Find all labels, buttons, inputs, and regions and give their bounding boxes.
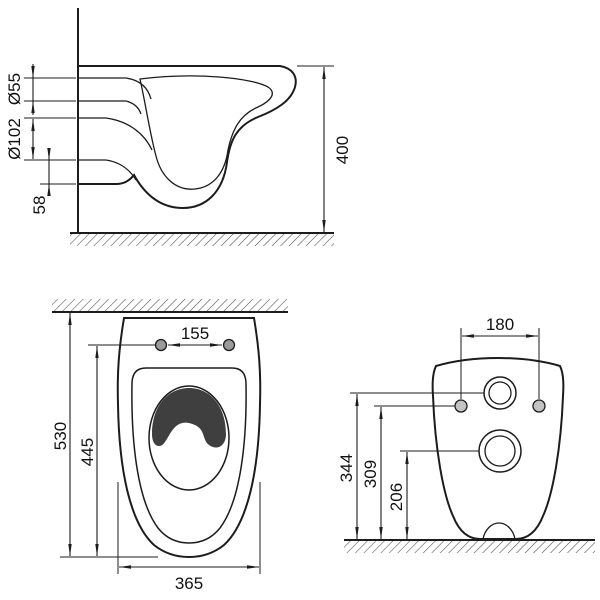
dim-front-to-holes-label: 445 bbox=[78, 438, 97, 466]
toilet-rear-outline bbox=[431, 356, 565, 540]
bowl-opening bbox=[148, 385, 230, 491]
extension-lines-hole-spacing bbox=[460, 328, 540, 399]
dim-overall-depth-label: 530 bbox=[51, 422, 70, 450]
extension-lines-width bbox=[117, 482, 261, 574]
seat-outline bbox=[131, 367, 247, 544]
bottom-drain-detail bbox=[482, 522, 516, 540]
dim-overall-height-label: 400 bbox=[333, 136, 352, 164]
floor-hatching bbox=[344, 541, 595, 553]
drain-pipe-trap bbox=[78, 117, 153, 181]
bowl-shadow bbox=[152, 388, 226, 448]
extension-lines-depth bbox=[60, 344, 158, 558]
dim-drain-height-label: 206 bbox=[387, 483, 406, 511]
rear-view: 180 344 309 206 bbox=[337, 315, 595, 553]
water-supply-pipe bbox=[78, 77, 152, 115]
dim-overall-width-label: 365 bbox=[175, 574, 203, 593]
side-view: 400 Ø55 Ø102 58 bbox=[5, 8, 352, 246]
dim-hole-height-label: 309 bbox=[361, 460, 380, 488]
top-view: 155 530 445 365 bbox=[51, 299, 288, 593]
fixing-hole-left bbox=[154, 338, 168, 352]
toilet-top-outline bbox=[116, 317, 262, 559]
toilet-side-profile bbox=[78, 65, 297, 210]
bowl-interior-line bbox=[139, 75, 273, 190]
dim-hole-spacing-label: 180 bbox=[486, 315, 514, 334]
fixing-hole-right bbox=[222, 338, 236, 352]
drain-outlet-inner bbox=[484, 435, 516, 467]
dim-hole-spacing-label: 155 bbox=[181, 324, 209, 343]
dim-drain-diameter-label: Ø102 bbox=[5, 118, 24, 160]
fixing-hole-right bbox=[532, 399, 546, 413]
wall-hatching bbox=[52, 299, 288, 311]
fixing-hole-left bbox=[454, 399, 468, 413]
dim-supply-diameter-label: Ø55 bbox=[5, 73, 24, 105]
dim-inlet-height-label: 344 bbox=[337, 454, 356, 482]
extension-lines-supply bbox=[24, 77, 76, 102]
floor-hatching bbox=[70, 234, 334, 246]
extension-lines-heights bbox=[350, 392, 484, 452]
water-inlet-inner bbox=[488, 381, 512, 405]
extension-lines-drain bbox=[24, 117, 76, 161]
dim-drain-offset-label: 58 bbox=[30, 196, 49, 215]
